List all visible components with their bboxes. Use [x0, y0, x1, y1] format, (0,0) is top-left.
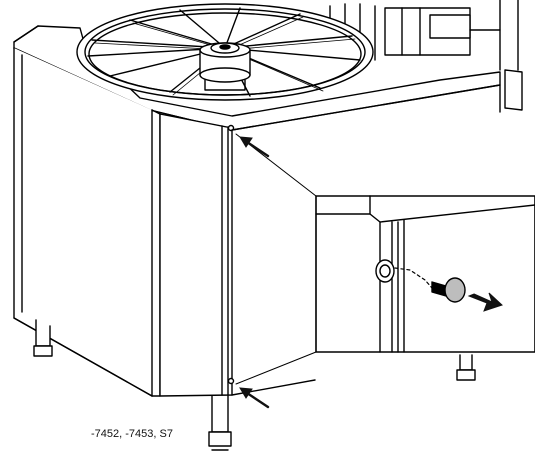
figure-caption: -7452, -7453, S7: [91, 428, 173, 440]
cabinet-corner-panel: [159, 113, 235, 397]
callout-arrow-icon: [239, 387, 270, 409]
cabinet-left-panel: [13, 47, 161, 397]
cabinet-legs: [33, 319, 476, 451]
inset-leader-lines: [235, 133, 317, 385]
callout-arrow-icon: [239, 136, 270, 158]
wheel-hub: [199, 42, 251, 91]
removal-arrow-icon: [467, 292, 503, 312]
machine-frame: [329, 0, 523, 111]
detail-inset: [315, 195, 535, 353]
